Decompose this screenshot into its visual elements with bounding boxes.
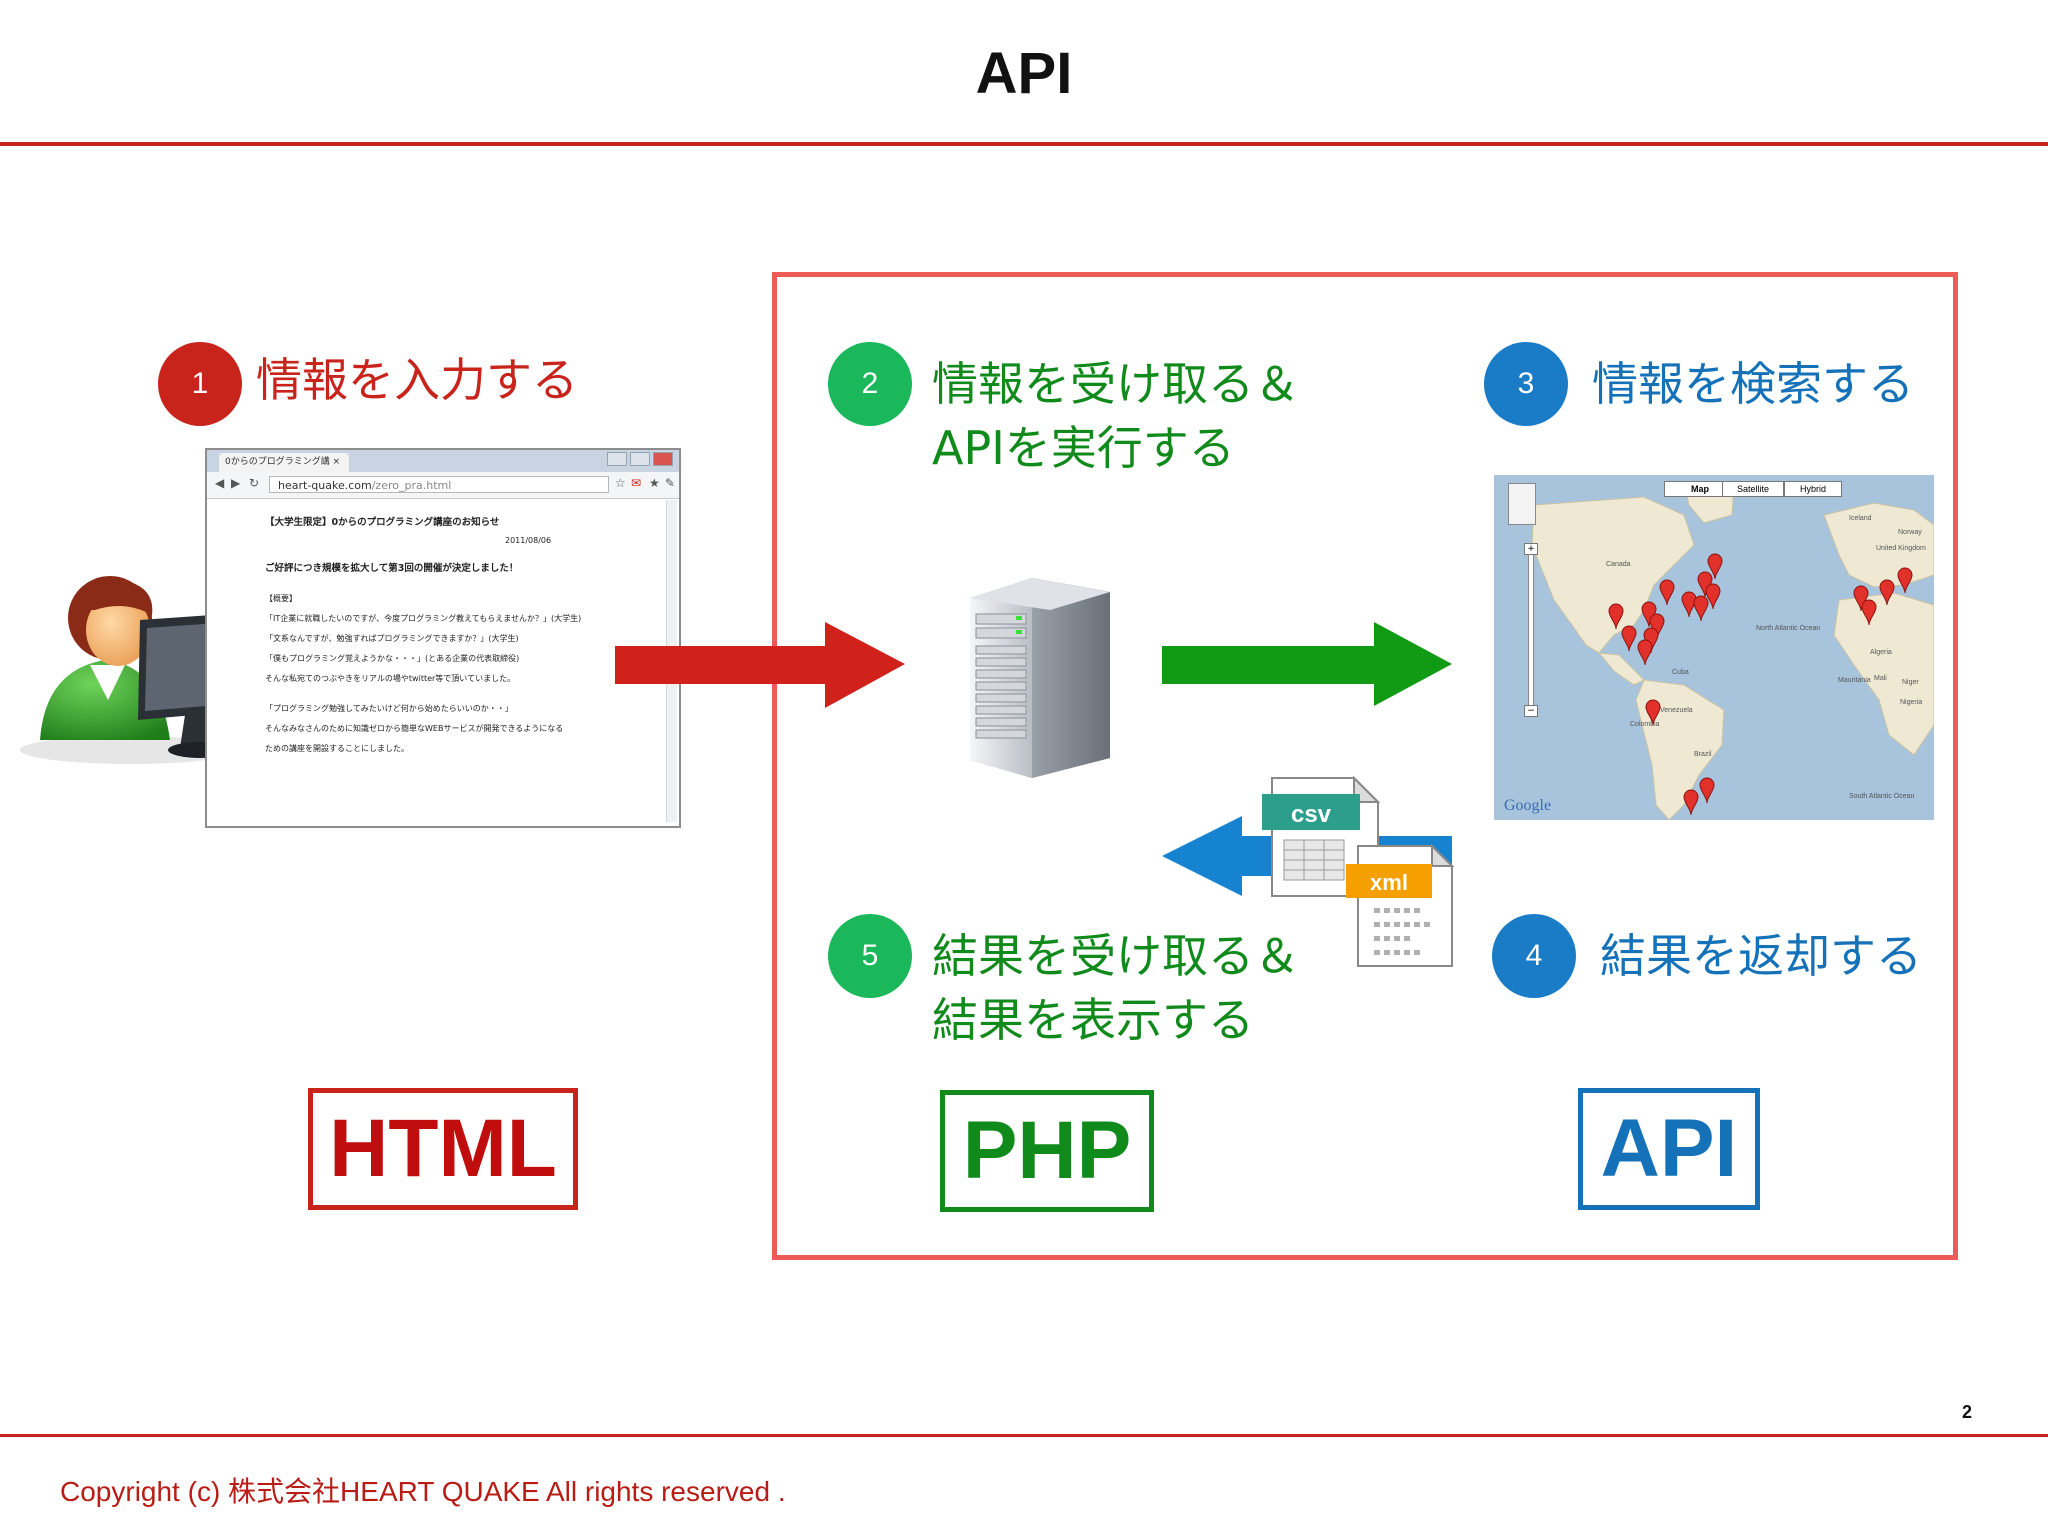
green-arrow-icon	[1162, 622, 1452, 706]
map-label: Colombia	[1630, 721, 1660, 728]
map-land-icon	[1531, 482, 1934, 820]
bookmark-star-icon[interactable]: ★	[649, 476, 660, 490]
step-5-text-line1: 結果を受け取る＆	[932, 929, 1300, 983]
step-5-text-line2: 結果を表示する	[932, 993, 1254, 1047]
map-label: United Kingdom	[1876, 545, 1926, 552]
browser-window: 0からのプログラミング講 × ◀ ▶ ↻ heart-quake.com/zer…	[205, 448, 681, 828]
api-label: API	[1578, 1088, 1760, 1210]
page-line: 「文系なんですが、勉強すればプログラミングできますか？」(大学生)	[265, 634, 519, 643]
step-2-text-line2: APIを実行する	[932, 421, 1235, 475]
map-markers	[1608, 553, 1913, 816]
csv-xml-files-icon: csv xml	[1262, 776, 1455, 967]
map-label: Cuba	[1672, 669, 1689, 676]
page-number: 2	[1961, 1402, 1972, 1422]
browser-tab[interactable]: 0からのプログラミング講 ×	[219, 453, 349, 472]
map-label: North Atlantic Ocean	[1756, 625, 1821, 632]
zoom-in-button[interactable]: +	[1524, 543, 1538, 555]
page-line: 【概要】	[265, 594, 297, 603]
address-bar[interactable]: heart-quake.com/zero_pra.html	[269, 476, 609, 493]
map-label: Canada	[1606, 561, 1631, 568]
step-2-text-line1: 情報を受け取る＆	[932, 357, 1300, 411]
page-line: そんなみなさんのために知識ゼロから簡単なWEBサービスが開発できるようになる	[265, 724, 564, 733]
server-side-frame	[772, 272, 1958, 1260]
map-marker-icon	[1681, 591, 1697, 618]
page-content: 【大学生限定】0からのプログラミング講座のお知らせ 2011/08/06 ご好評…	[207, 499, 679, 759]
minimize-icon[interactable]	[607, 452, 627, 466]
map-marker-icon	[1707, 553, 1723, 580]
gmail-icon[interactable]: ✉	[631, 476, 642, 490]
map-marker-icon	[1659, 579, 1675, 606]
page-line: 「僕もプログラミング覚えようかな・・・」(とある企業の代表取締役)	[265, 654, 520, 663]
browser-toolbar: ◀ ▶ ↻ heart-quake.com/zero_pra.html ☆ ✉ …	[207, 472, 679, 499]
url-path: /zero_pra.html	[371, 479, 452, 492]
map-marker-icon	[1693, 595, 1709, 622]
url-host: heart-quake.com	[278, 479, 372, 492]
map-marker-icon	[1683, 789, 1699, 816]
php-label: PHP	[940, 1090, 1154, 1212]
map-label: Niger	[1902, 679, 1919, 686]
map-label: Norway	[1898, 529, 1922, 536]
step-1-text: 情報を入力する	[256, 353, 578, 407]
map-label: Nigeria	[1900, 699, 1923, 706]
map-pan-control[interactable]	[1508, 483, 1536, 525]
close-icon[interactable]	[653, 452, 673, 466]
zoom-out-button[interactable]: −	[1524, 705, 1538, 717]
page-announcement: ご好評につき規模を拡大して第3回の開催が決定しました！	[265, 563, 519, 574]
page-line: ための講座を開設することにしました。	[265, 744, 409, 753]
map-marker-icon	[1645, 699, 1661, 726]
page-date: 2011/08/06	[505, 536, 552, 545]
step-5-badge: 5	[828, 914, 912, 998]
page-line: 「プログラミング勉強してみたいけど何から始めたらいいのか・・」	[265, 704, 513, 713]
step-1-badge: 1	[158, 342, 242, 426]
map-marker-icon	[1705, 583, 1721, 610]
map-marker-icon	[1897, 567, 1913, 594]
footer-divider	[0, 1434, 2048, 1437]
map-label: Brazil	[1694, 751, 1712, 758]
map-marker-icon	[1621, 625, 1637, 652]
reload-icon[interactable]: ↻	[249, 476, 260, 490]
google-map[interactable]: Map Satellite Hybrid + − Canada North At…	[1494, 475, 1934, 820]
page-line: そんな私宛てのつぶやきをリアルの場やtwitter等で頂いていました。	[265, 674, 516, 683]
map-marker-icon	[1608, 603, 1624, 630]
maximize-icon[interactable]	[630, 452, 650, 466]
page-heading: 【大学生限定】0からのプログラミング講座のお知らせ	[265, 517, 500, 528]
copyright-text: Copyright (c) 株式会社HEART QUAKE All rights…	[60, 1476, 786, 1507]
map-label: Mauritania	[1838, 677, 1871, 684]
map-label: Mali	[1874, 675, 1887, 682]
step-2-badge: 2	[828, 342, 912, 426]
browser-tab-bar: 0からのプログラミング講 ×	[207, 450, 679, 472]
forward-icon[interactable]: ▶	[231, 476, 241, 490]
html-label: HTML	[308, 1088, 578, 1210]
star-icon[interactable]: ☆	[615, 476, 626, 490]
slide-title: API	[975, 41, 1073, 106]
server-icon	[970, 578, 1110, 778]
map-marker-icon	[1861, 599, 1877, 626]
window-controls	[607, 452, 673, 466]
map-type-hybrid-button[interactable]: Hybrid	[1784, 481, 1842, 497]
step-3-badge: 3	[1484, 342, 1568, 426]
xml-file-icon: xml	[1346, 843, 1455, 967]
map-label: Venezuela	[1660, 707, 1693, 714]
xml-label: xml	[1370, 870, 1408, 895]
step-3-text: 情報を検索する	[1592, 357, 1914, 411]
map-label: South Atlantic Ocean	[1849, 793, 1915, 800]
csv-label: csv	[1291, 801, 1332, 828]
map-label: Algeria	[1870, 649, 1892, 656]
map-label: Iceland	[1849, 515, 1872, 522]
page-line: 「IT企業に就職したいのですが、今度プログラミング教えてもらえませんか？」(大学…	[265, 614, 582, 623]
header-divider	[0, 142, 2048, 146]
map-marker-icon	[1879, 579, 1895, 606]
google-logo: Google	[1504, 797, 1552, 814]
red-arrow-icon	[615, 622, 905, 708]
map-marker-icon	[1853, 585, 1869, 612]
step-4-text: 結果を返却する	[1600, 929, 1922, 983]
back-icon[interactable]: ◀	[215, 476, 225, 490]
step-4-badge: 4	[1492, 914, 1576, 998]
wrench-icon[interactable]: ✎	[665, 476, 676, 490]
map-marker-icon	[1699, 777, 1715, 804]
map-marker-icon	[1637, 639, 1653, 666]
map-type-satellite-button[interactable]: Satellite	[1722, 481, 1784, 497]
